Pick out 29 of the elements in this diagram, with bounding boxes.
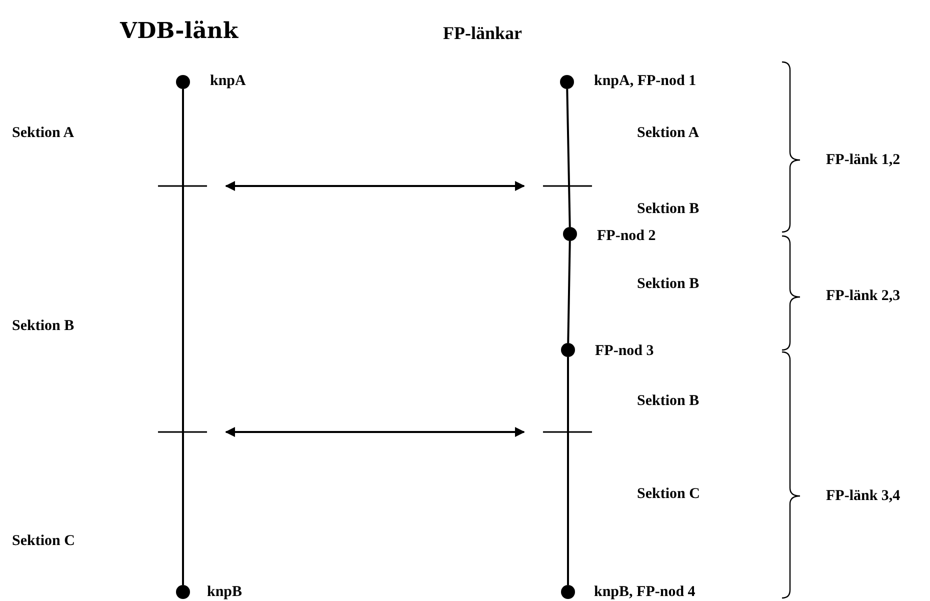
node-dot — [176, 75, 190, 89]
connector-line — [182, 89, 184, 585]
node-label: knpA — [210, 74, 246, 89]
column-heading: FP-länkar — [443, 24, 522, 42]
section-label: FP-länk 1,2 — [826, 153, 900, 168]
connector-line — [567, 240, 571, 344]
section-label: Sektion B — [637, 277, 700, 292]
node-dot — [561, 343, 575, 357]
node-label: FP-nod 3 — [595, 344, 654, 359]
connector-line — [566, 88, 571, 228]
node-label: knpB, FP-nod 4 — [594, 585, 696, 600]
node-label: knpA, FP-nod 1 — [594, 74, 696, 89]
section-label: Sektion C — [12, 534, 75, 549]
node-label: FP-nod 2 — [597, 229, 656, 244]
node-dot — [563, 227, 577, 241]
section-label: Sektion A — [637, 126, 700, 141]
column-heading: VDB-länk — [120, 20, 238, 42]
section-label: Sektion C — [637, 487, 700, 502]
section-label: Sektion B — [12, 319, 74, 334]
node-dot — [176, 585, 190, 599]
section-label: FP-länk 3,4 — [826, 489, 900, 504]
node-dot — [561, 585, 575, 599]
connector-line — [567, 357, 569, 585]
section-label: Sektion B — [637, 394, 700, 409]
section-label: FP-länk 2,3 — [826, 289, 900, 304]
section-label: Sektion B — [637, 202, 700, 217]
section-label: Sektion A — [12, 126, 74, 141]
node-dot — [560, 75, 574, 89]
node-label: knpB — [207, 585, 242, 600]
